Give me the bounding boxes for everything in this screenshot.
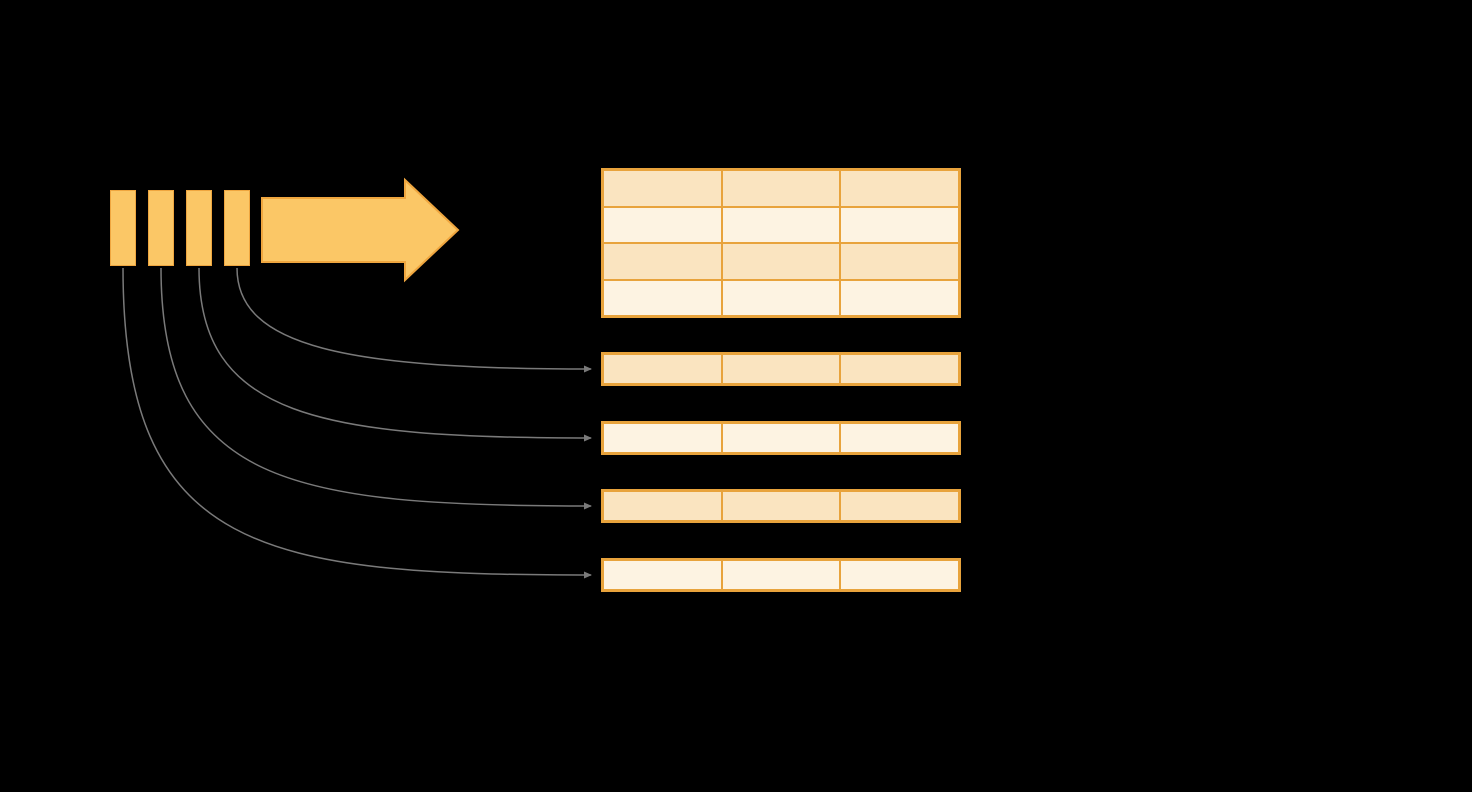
table-cell	[721, 243, 841, 280]
table-cell	[603, 354, 722, 384]
table-cell	[603, 423, 722, 453]
main-table	[601, 168, 961, 318]
table-cell	[840, 206, 959, 243]
row-table-3	[601, 489, 961, 523]
table-cell	[721, 354, 841, 384]
table-cell	[721, 279, 841, 316]
table-cell	[721, 206, 841, 243]
row-table-2	[601, 421, 961, 455]
table-cell	[603, 491, 722, 521]
table-cell	[840, 560, 959, 590]
table-cell	[603, 206, 722, 243]
row-table-4	[601, 558, 961, 592]
row-table-1	[601, 352, 961, 386]
stream-bar	[148, 190, 174, 266]
stream-bar	[186, 190, 212, 266]
table-cell	[603, 243, 722, 280]
connector-arrow	[160, 267, 592, 510]
table-cell	[721, 423, 841, 453]
table-cell	[840, 491, 959, 521]
stream-to-table-arrow-icon	[261, 177, 460, 283]
table-cell	[721, 560, 841, 590]
table-cell	[840, 354, 959, 384]
connector-arrow	[236, 267, 592, 373]
table-cell	[603, 170, 722, 207]
connector-arrow	[122, 267, 592, 579]
connector-arrow	[198, 267, 592, 442]
table-cell	[603, 279, 722, 316]
stream-bar	[224, 190, 250, 266]
table-cell	[721, 491, 841, 521]
table-cell	[721, 170, 841, 207]
table-cell	[603, 560, 722, 590]
table-cell	[840, 279, 959, 316]
table-cell	[840, 243, 959, 280]
table-cell	[840, 423, 959, 453]
stream-bar	[110, 190, 136, 266]
connector-arrows	[122, 267, 592, 579]
table-cell	[840, 170, 959, 207]
